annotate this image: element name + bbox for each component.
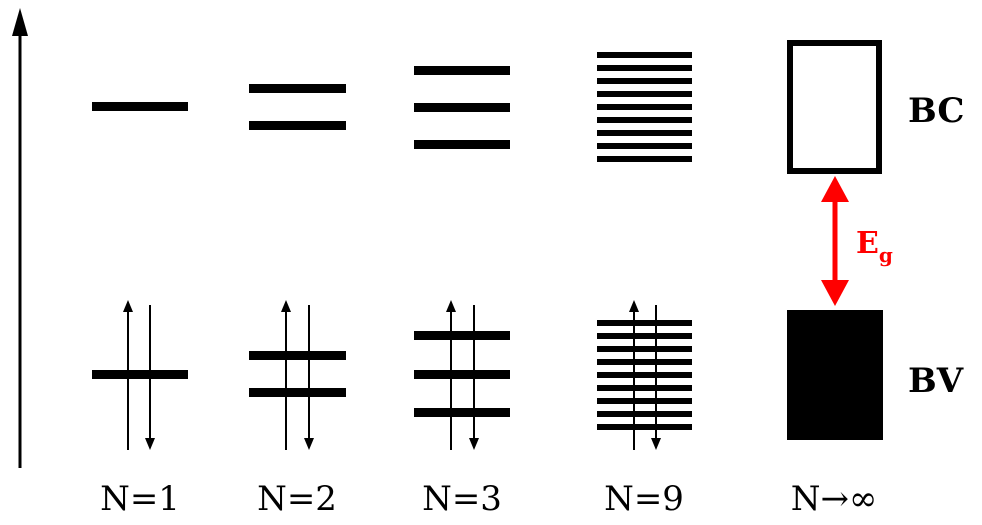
band-gap-label: Eg — [856, 226, 893, 267]
valence-level — [597, 424, 692, 430]
spin-down-arrowhead — [469, 438, 479, 450]
spin-up-arrowhead — [281, 300, 291, 312]
valence-level — [92, 370, 188, 379]
electron-pair — [123, 300, 155, 450]
energy-axis — [12, 8, 28, 468]
valence-level — [249, 388, 346, 397]
conduction-level — [249, 84, 346, 93]
conduction-levels — [597, 52, 692, 162]
valence-level — [414, 370, 510, 379]
valence-band-label: BV — [908, 361, 964, 401]
column-label-n9: N=9 — [604, 479, 684, 519]
column-n3 — [414, 66, 510, 450]
gap-arrowhead-top — [821, 176, 849, 202]
valence-level — [597, 398, 692, 404]
conduction-level — [597, 104, 692, 110]
band-gap-arrow — [821, 176, 849, 306]
conduction-level — [597, 91, 692, 97]
valence-level — [249, 351, 346, 360]
spin-down-arrowhead — [651, 438, 661, 450]
column-label-n3: N=3 — [422, 479, 502, 519]
conduction-level — [249, 121, 346, 130]
valence-level — [597, 411, 692, 417]
electron-pair — [281, 300, 314, 450]
column-n2 — [249, 84, 346, 450]
valence-level — [414, 331, 510, 340]
spin-down-arrowhead — [145, 438, 155, 450]
conduction-band-label: BC — [908, 91, 964, 131]
conduction-level — [92, 102, 188, 111]
valence-level — [414, 408, 510, 417]
conduction-level — [597, 156, 692, 162]
conduction-level — [597, 143, 692, 149]
conduction-level — [414, 140, 510, 149]
column-label-n2: N=2 — [257, 479, 337, 519]
column-label-ninf: N→∞ — [791, 479, 878, 519]
valence-level — [597, 333, 692, 339]
spin-up-arrowhead — [629, 300, 639, 312]
valence-levels — [597, 320, 692, 430]
column-n1 — [92, 102, 188, 450]
column-label-n1: N=1 — [100, 479, 180, 519]
conduction-band — [787, 40, 882, 174]
valence-level — [597, 372, 692, 378]
energy-axis-arrowhead — [12, 8, 28, 36]
column-ninf — [787, 40, 883, 440]
gap-arrowhead-bottom — [821, 280, 849, 306]
conduction-level — [597, 130, 692, 136]
conduction-level — [414, 103, 510, 112]
valence-level — [597, 385, 692, 391]
valence-level — [597, 320, 692, 326]
spin-up-arrowhead — [123, 300, 133, 312]
valence-level — [597, 346, 692, 352]
electron-pair — [629, 300, 661, 450]
conduction-level — [597, 65, 692, 71]
conduction-level — [414, 66, 510, 75]
conduction-level — [597, 78, 692, 84]
valence-level — [597, 359, 692, 365]
spin-up-arrowhead — [446, 300, 456, 312]
column-n9 — [597, 52, 692, 450]
electron-pair — [446, 300, 479, 450]
valence-band — [787, 310, 883, 440]
spin-down-arrowhead — [304, 438, 314, 450]
conduction-level — [597, 52, 692, 58]
conduction-level — [597, 117, 692, 123]
